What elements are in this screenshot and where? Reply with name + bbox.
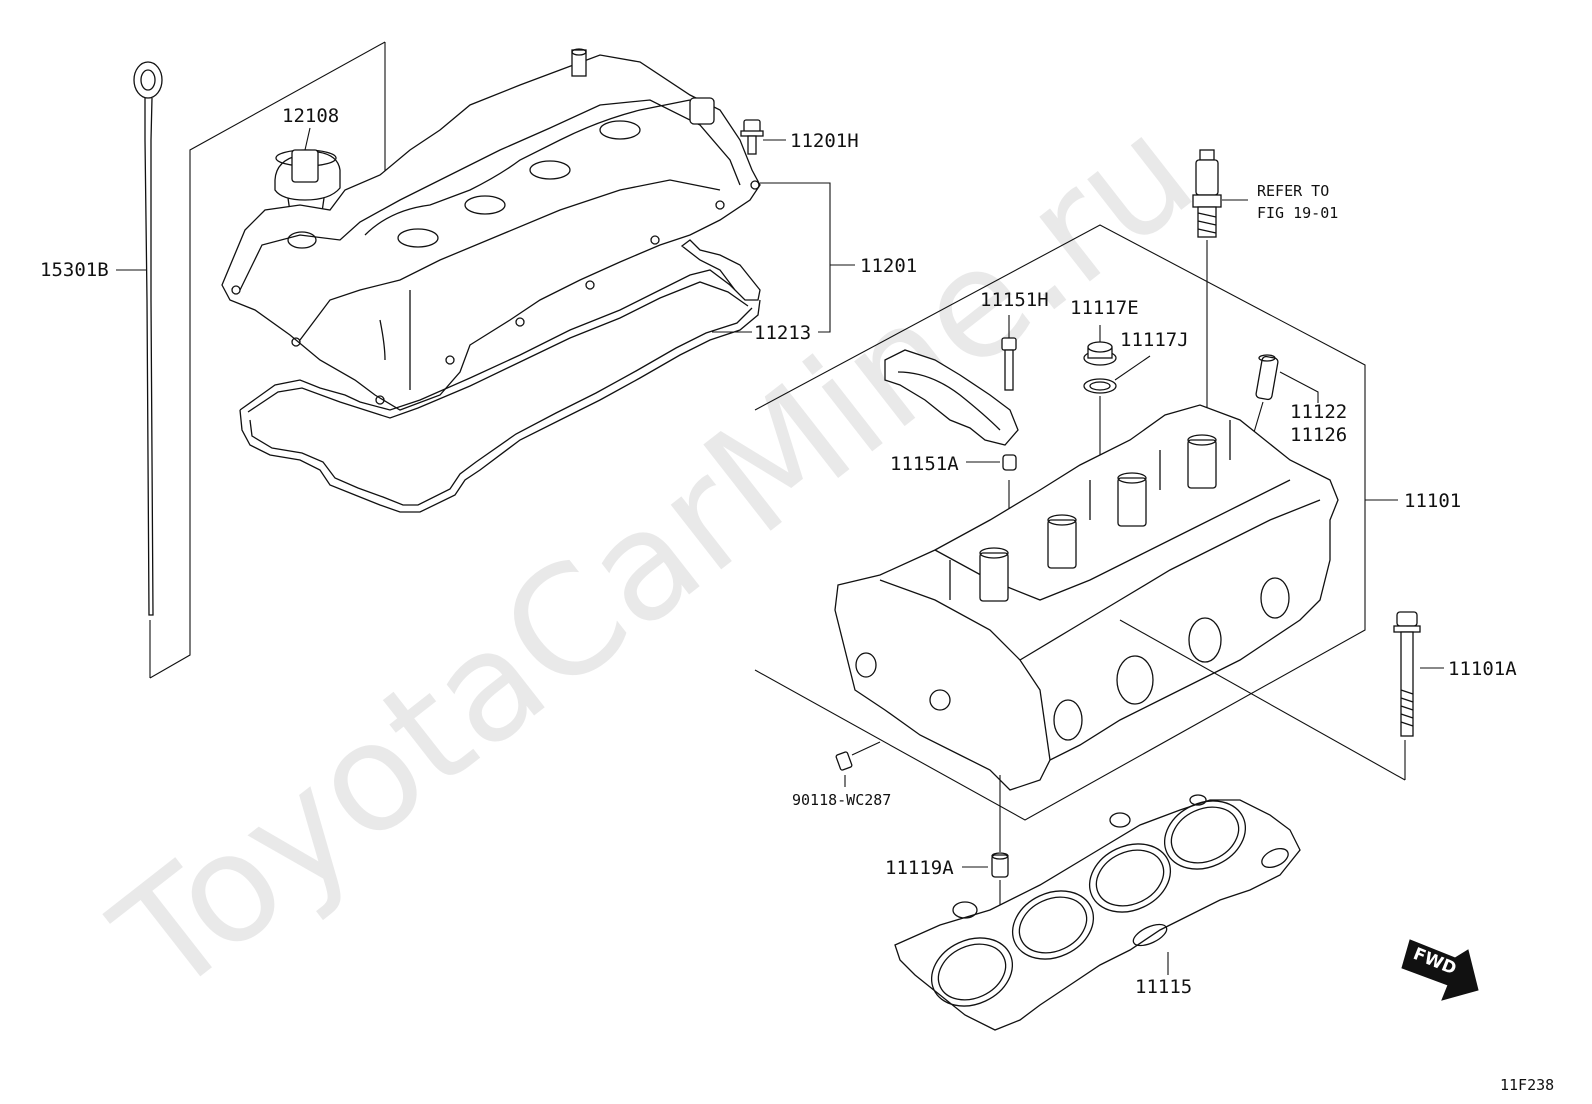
label-11201: 11201 <box>860 255 917 277</box>
plug-seal-icon <box>1083 341 1117 394</box>
cylinder-head-icon <box>834 404 1339 791</box>
label-11126: 11126 <box>1290 424 1347 446</box>
dipstick-icon <box>133 61 163 678</box>
valve-guide-icon <box>1255 354 1279 401</box>
oil-filler-cap-icon <box>274 149 341 216</box>
label-11122: 11122 <box>1290 401 1347 423</box>
label-11101: 11101 <box>1404 490 1461 512</box>
cylinder-head-cover-icon <box>221 48 761 411</box>
label-15301B: 15301B <box>40 259 109 281</box>
figure-code: 11F238 <box>1500 1076 1554 1094</box>
label-11151H: 11151H <box>980 289 1049 311</box>
label-11213: 11213 <box>754 322 811 344</box>
camshaft-bearing-cap-icon <box>884 349 1019 446</box>
spark-plug-icon <box>1192 149 1222 238</box>
cover-gasket-icon <box>239 239 761 513</box>
label-11101A: 11101A <box>1448 658 1517 680</box>
label-11117J: 11117J <box>1120 329 1189 351</box>
head-bolt-icon <box>1393 611 1421 737</box>
label-90118: 90118-WC287 <box>792 791 891 809</box>
refer-line1: REFER TO <box>1257 182 1329 200</box>
label-12108: 12108 <box>282 105 339 127</box>
cover-bolt-icon <box>740 119 764 155</box>
head-dowel-pin-icon <box>991 852 1009 878</box>
label-11201H: 11201H <box>790 130 859 152</box>
head-group-frame <box>754 224 1366 821</box>
label-11119A: 11119A <box>885 857 954 879</box>
fwd-arrow-icon: FWD <box>1401 939 1479 1001</box>
label-11151A: 11151A <box>890 453 959 475</box>
head-gasket-icon <box>894 794 1301 1031</box>
refer-line2: FIG 19-01 <box>1257 204 1338 222</box>
label-11115: 11115 <box>1135 976 1192 998</box>
cam-cap-bolt-icon <box>1001 337 1017 391</box>
cover-group-frame <box>149 41 386 679</box>
dowel-pin-icon <box>1002 454 1017 471</box>
label-11117E: 11117E <box>1070 297 1139 319</box>
tapered-plug-icon <box>835 751 853 771</box>
